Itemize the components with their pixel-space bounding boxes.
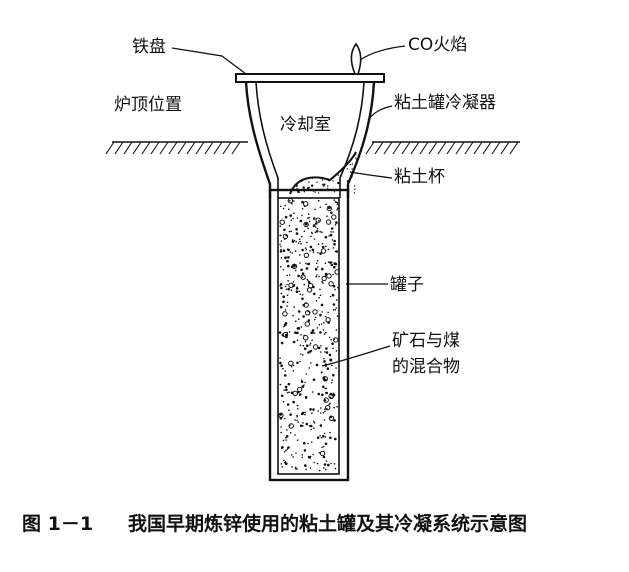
label-clay-condenser: 粘土罐冷凝器	[394, 93, 496, 113]
retort-tube	[268, 188, 350, 482]
label-iron-tray: 铁盘	[132, 37, 166, 57]
co-flame-icon	[350, 42, 362, 75]
label-co-flame: CO火焰	[408, 35, 467, 55]
figure-number: 图 1－1	[22, 513, 93, 535]
label-mixture-line1: 矿石与煤	[392, 331, 460, 351]
leader-lines	[171, 45, 406, 367]
label-retort: 罐子	[390, 275, 424, 295]
clay-condenser	[244, 81, 376, 198]
figure-caption: 我国早期炼锌使用的粘土罐及其冷凝系统示意图	[128, 512, 527, 535]
label-cooling-chamber: 冷却室	[280, 115, 331, 135]
furnace-top-ground	[105, 141, 520, 155]
label-furnace-top: 炉顶位置	[114, 95, 182, 115]
label-mixture-line2: 的混合物	[392, 357, 460, 377]
label-clay-cup: 粘土杯	[394, 167, 445, 187]
iron-tray	[235, 73, 385, 83]
